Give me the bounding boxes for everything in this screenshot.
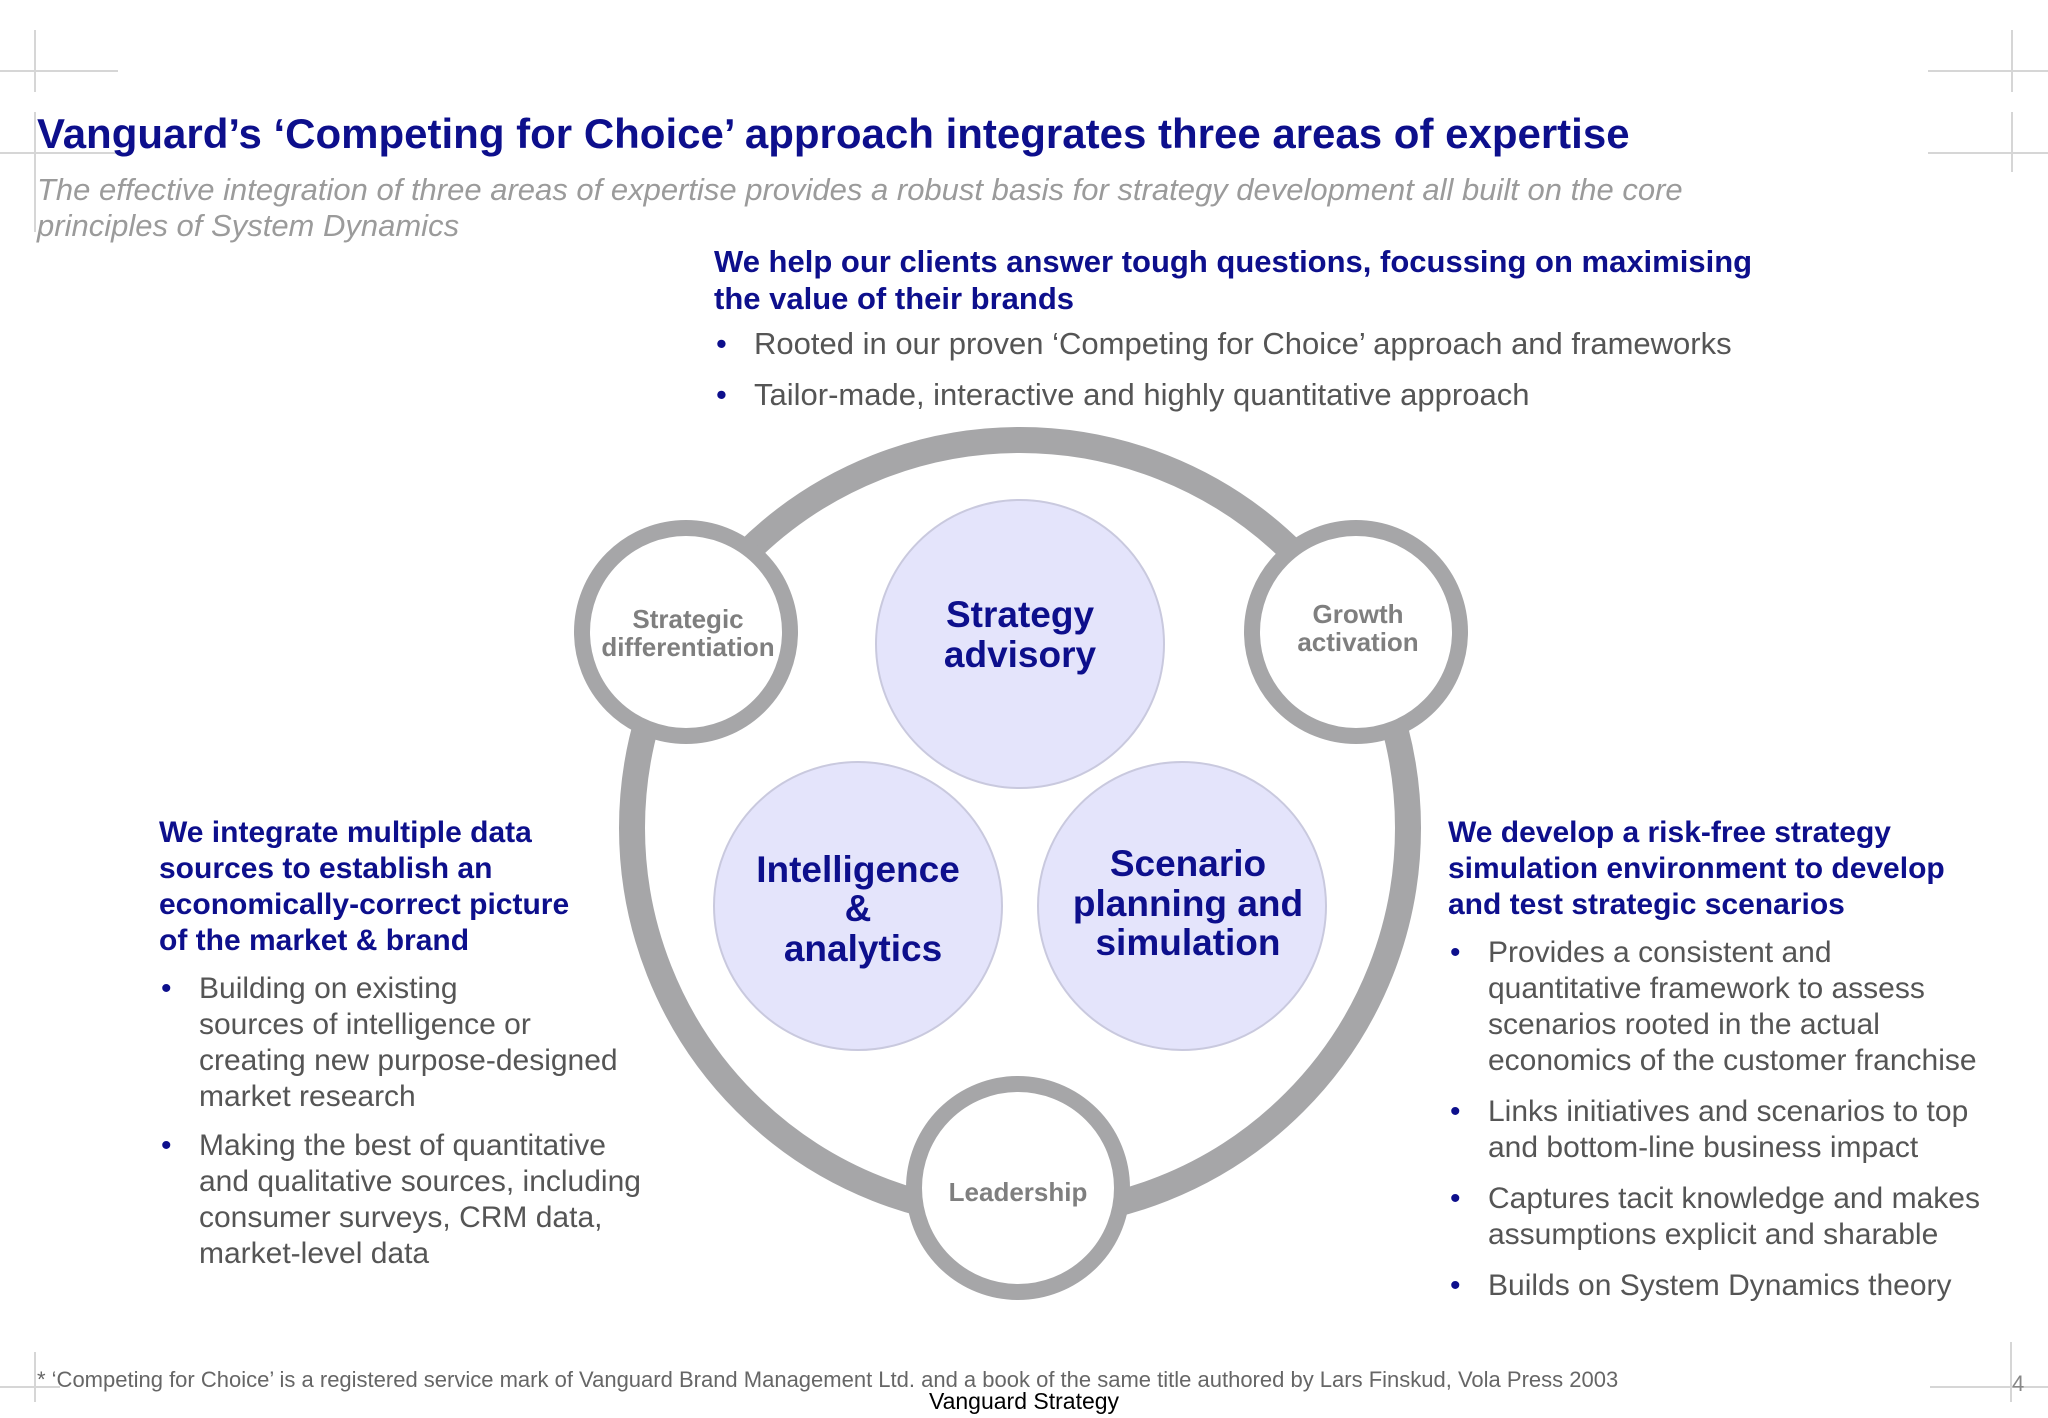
core-circle (713, 761, 1003, 1051)
left-bullet: Building on existing sources of intellig… (159, 971, 699, 1115)
right-bullet-line: Provides a consistent and (1488, 936, 1832, 969)
left-heading-line: sources to establish an (159, 852, 493, 885)
satellite-label-line: Growth (1313, 599, 1404, 629)
left-bullet: Making the best of quantitative and qual… (159, 1128, 699, 1272)
satellite-circle (1244, 520, 1468, 744)
left-bullet-line: market-level data (199, 1237, 430, 1270)
right-bullet-line: Builds on System Dynamics theory (1488, 1269, 1952, 1302)
core-label-line: simulation (1095, 922, 1280, 963)
right-bullet: Captures tacit knowledge and makes assum… (1448, 1181, 2033, 1253)
top-bullet: Rooted in our proven ‘Competing for Choi… (714, 325, 1854, 362)
top-heading: We help our clients answer tough questio… (714, 243, 1854, 317)
right-bullet-list: Provides a consistent and quantitative f… (1448, 935, 2033, 1304)
left-bullet-list: Building on existing sources of intellig… (159, 971, 699, 1272)
crop-mark (2011, 112, 2013, 172)
right-bullet-line: quantitative framework to assess (1488, 972, 1925, 1005)
left-bullet-line: Building on existing (199, 972, 458, 1005)
right-heading-line: and test strategic scenarios (1448, 888, 1845, 921)
left-bullet-line: consumer surveys, CRM data, (199, 1201, 603, 1234)
crop-mark (0, 152, 118, 154)
right-bullet-line: assumptions explicit and sharable (1488, 1218, 1939, 1251)
crop-mark (1928, 70, 2048, 72)
right-heading: We develop a risk-free strategy simulati… (1448, 815, 2033, 923)
crop-mark (34, 30, 36, 92)
satellite-label-line: activation (1297, 627, 1418, 657)
right-heading-line: simulation environment to develop (1448, 852, 1945, 885)
crop-mark (0, 1386, 60, 1388)
left-bullet-line: creating new purpose-designed (199, 1044, 618, 1077)
right-bullet-line: economics of the customer franchise (1488, 1044, 1977, 1077)
right-bullet: Links initiatives and scenarios to top a… (1448, 1094, 2033, 1166)
right-bullet: Provides a consistent and quantitative f… (1448, 935, 2033, 1079)
top-text-block: We help our clients answer tough questio… (714, 243, 1854, 427)
core-scenario-planning: Scenario planning and simulation (1037, 761, 1327, 1051)
left-text-block: We integrate multiple data sources to es… (159, 815, 699, 1285)
core-circle (875, 499, 1165, 789)
core-intelligence-analytics: Intelligence & analytics (713, 761, 1003, 1051)
right-bullet-line: and bottom-line business impact (1488, 1131, 1919, 1164)
left-bullet-line: Making the best of quantitative (199, 1129, 606, 1162)
crop-mark (1928, 152, 2048, 154)
top-heading-line: the value of their brands (714, 281, 1075, 316)
right-heading-line: We develop a risk-free strategy (1448, 816, 1891, 849)
core-label-line: Scenario (1110, 843, 1266, 884)
satellite-label-line: Strategic (632, 604, 743, 634)
core-label-line: Strategy (946, 594, 1094, 635)
core-label-line: planning and (1073, 883, 1303, 924)
core-label-line: advisory (944, 634, 1097, 675)
crop-mark (2010, 1342, 2012, 1402)
satellite-label-line: Leadership (949, 1177, 1088, 1207)
right-bullet-line: Captures tacit knowledge and makes (1488, 1182, 1980, 1215)
left-heading-line: of the market & brand (159, 924, 470, 957)
right-bullet-line: Links initiatives and scenarios to top (1488, 1095, 1969, 1128)
page-number: 4 (2012, 1371, 2025, 1396)
top-heading-line: We help our clients answer tough questio… (714, 244, 1753, 279)
left-bullet-line: and qualitative sources, including (199, 1165, 641, 1198)
left-heading-line: economically-correct picture (159, 888, 570, 921)
left-heading-line: We integrate multiple data (159, 816, 532, 849)
footer-brand: Vanguard Strategy (928, 1388, 1120, 1414)
left-bullet-line: sources of intelligence or (199, 1008, 531, 1041)
slide-title: Vanguard’s ‘Competing for Choice’ approa… (37, 110, 1630, 157)
slide-subtitle: The effective integration of three areas… (37, 172, 1683, 243)
satellite-strategic-differentiation: Strategic differentiation (574, 520, 798, 744)
core-circle (1037, 761, 1327, 1051)
satellite-growth-activation: Growth activation (1244, 520, 1468, 744)
satellite-circle (906, 1076, 1130, 1300)
right-bullet-line: scenarios rooted in the actual (1488, 1008, 1880, 1041)
footnote: * ‘Competing for Choice’ is a registered… (37, 1367, 1619, 1392)
satellite-label-line: differentiation (601, 632, 774, 662)
left-bullet-line: market research (199, 1080, 416, 1113)
crop-mark (2011, 30, 2013, 92)
core-label-line: analytics (784, 928, 942, 969)
satellite-circle (574, 520, 798, 744)
top-bullet-list: Rooted in our proven ‘Competing for Choi… (714, 325, 1854, 413)
top-bullet: Tailor-made, interactive and highly quan… (714, 376, 1854, 413)
crop-mark (34, 112, 36, 232)
right-bullet: Builds on System Dynamics theory (1448, 1268, 2033, 1304)
crop-mark (1930, 1386, 2048, 1388)
satellite-leadership: Leadership (906, 1076, 1130, 1300)
left-heading: We integrate multiple data sources to es… (159, 815, 699, 959)
core-label-line: & (845, 888, 872, 929)
core-label-line: Intelligence (756, 849, 960, 890)
crop-mark (34, 1352, 36, 1402)
crop-mark (0, 70, 118, 72)
core-strategy-advisory: Strategy advisory (875, 499, 1165, 789)
right-text-block: We develop a risk-free strategy simulati… (1448, 815, 2033, 1319)
